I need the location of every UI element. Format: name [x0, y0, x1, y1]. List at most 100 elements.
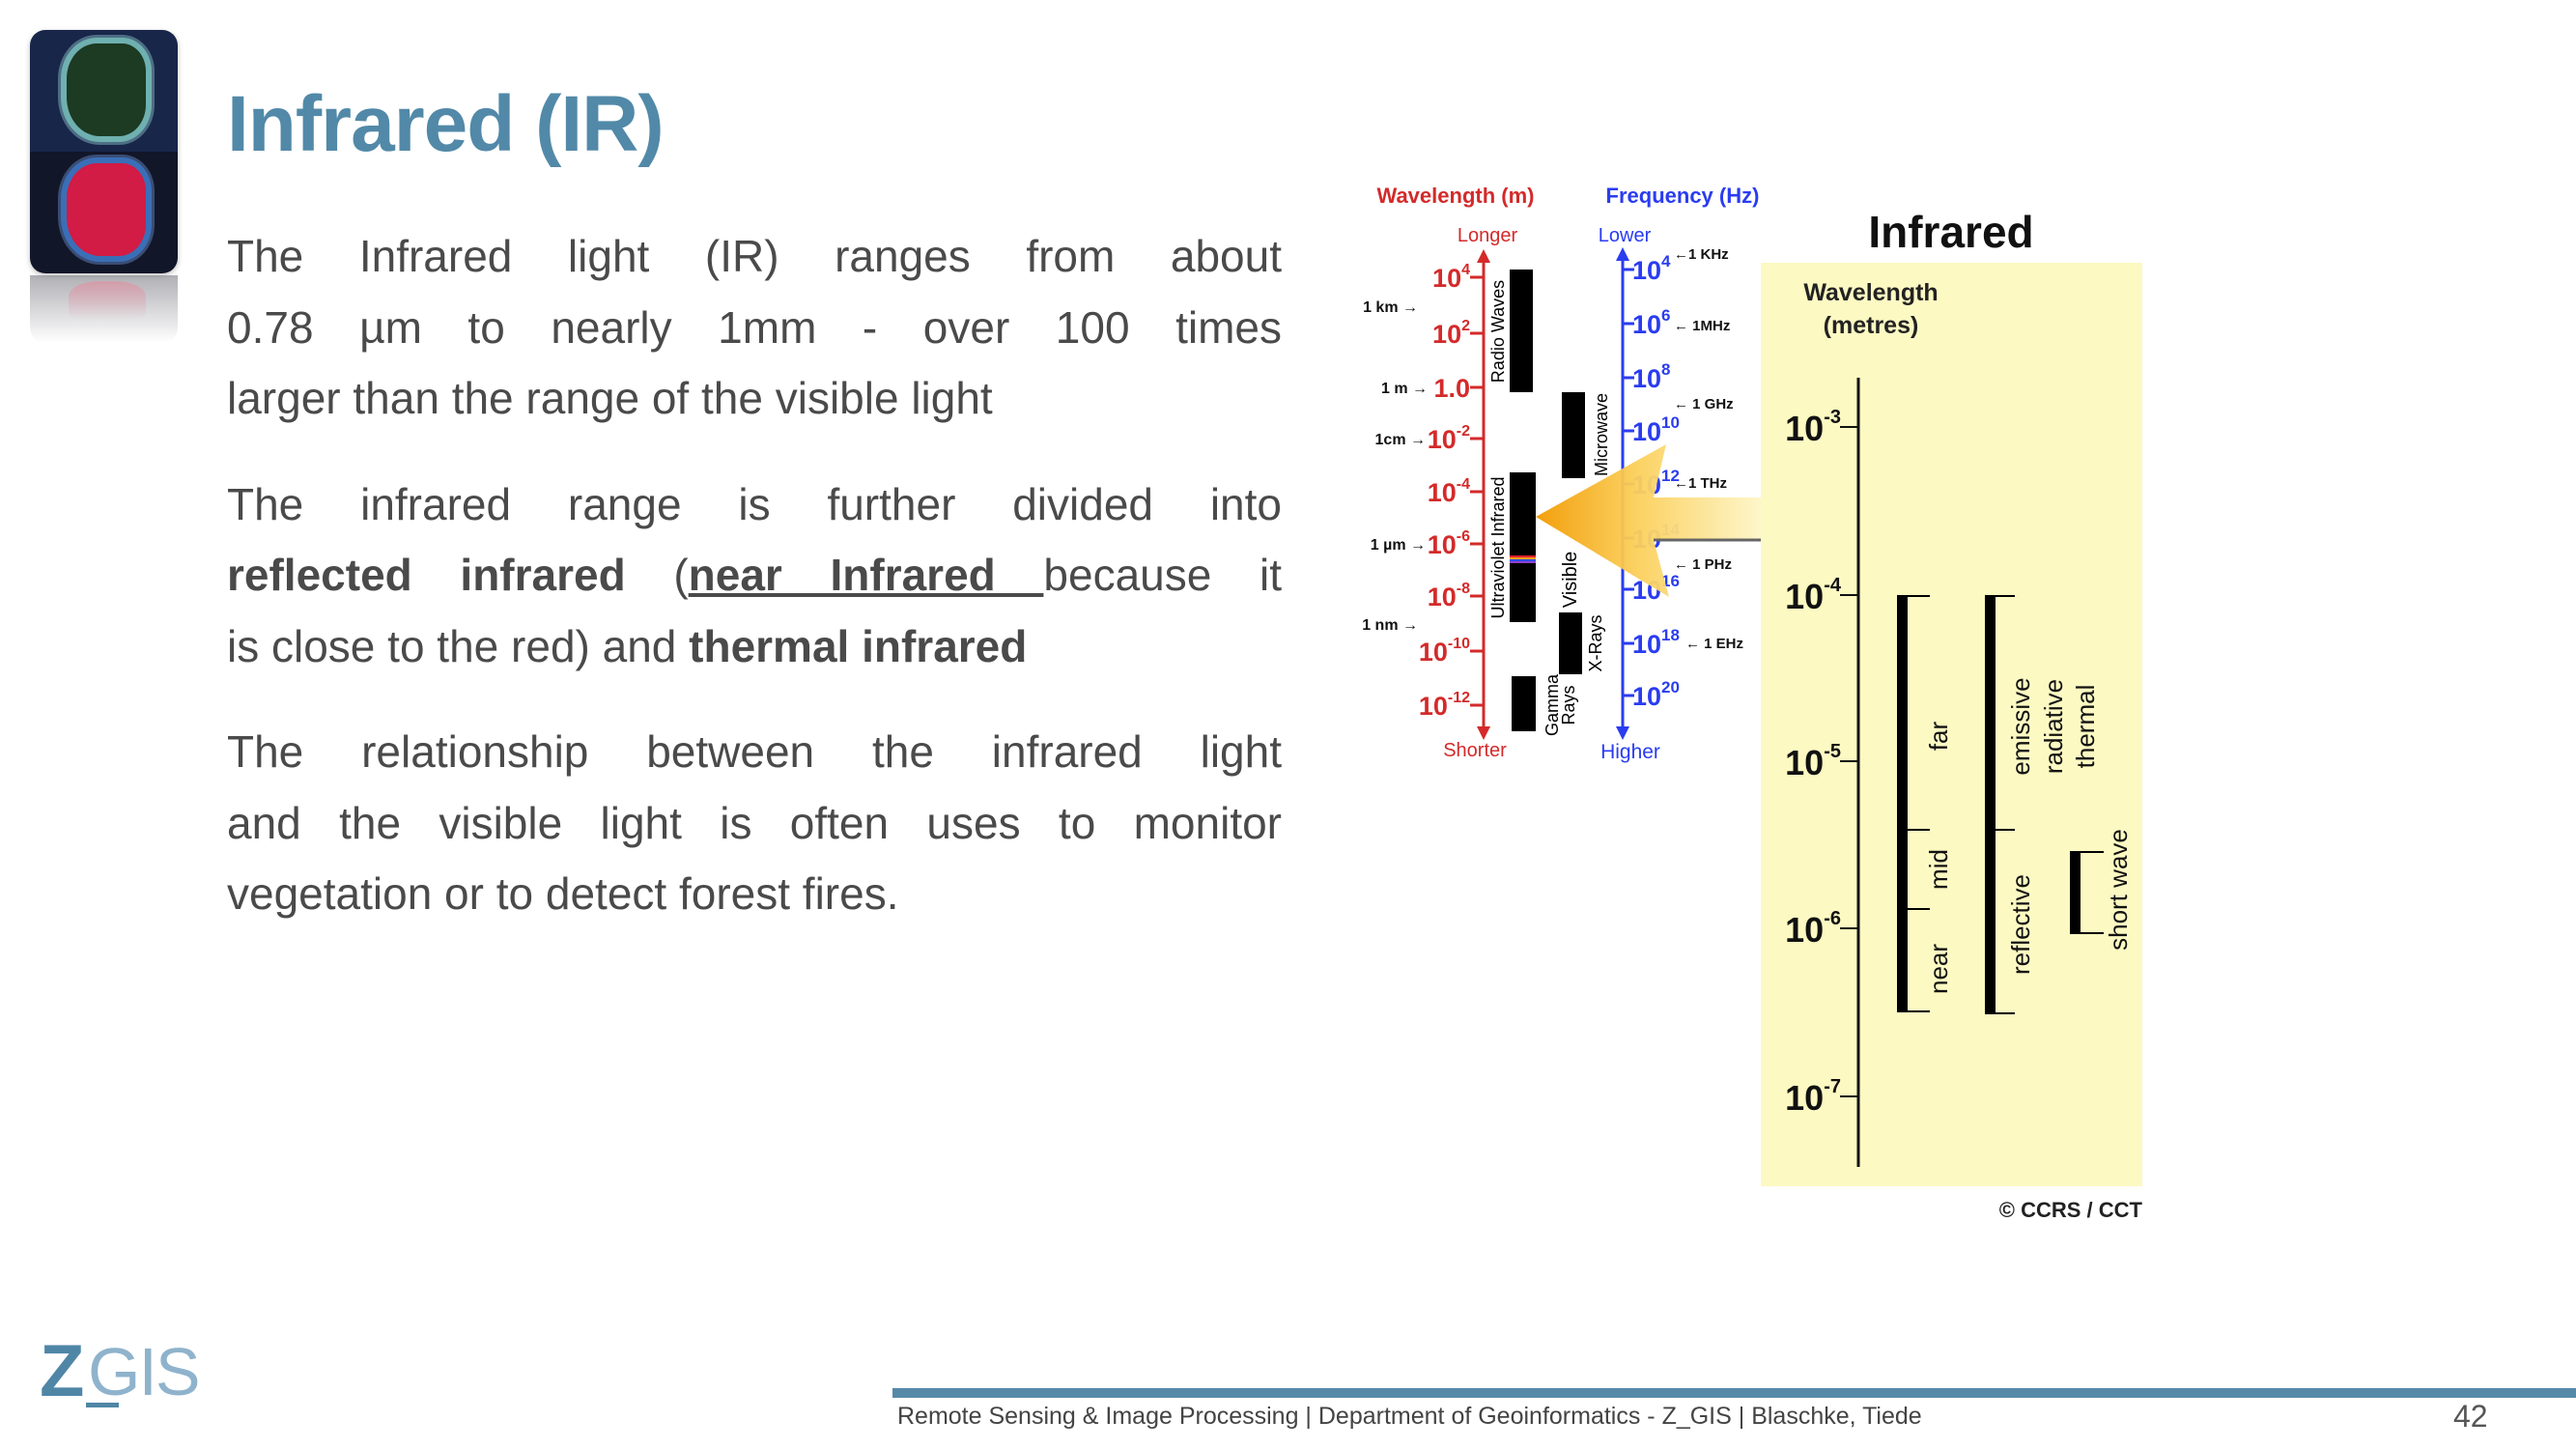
label-reflective: reflective [2006, 874, 2035, 975]
label-thermal: thermal [2071, 685, 2100, 769]
marker-1khz: ←1 KHz [1674, 246, 1729, 263]
wavelength-tick: 104 [1432, 262, 1470, 293]
true-color-image [30, 30, 178, 152]
uv-ir-band [1510, 472, 1536, 622]
text-line: The Infrared light (IR) ranges from abou… [227, 231, 1282, 281]
higher-label: Higher [1600, 741, 1660, 763]
text: is close to the red) and [227, 620, 690, 671]
bracket-near-mid-far [1897, 595, 1930, 1012]
marker-1mhz: ← 1MHz [1674, 318, 1730, 334]
pointer-arrow-icon [1536, 444, 1761, 597]
panel-tick: 10-5 [1785, 741, 1841, 782]
marker-1ghz: ← 1 GHz [1674, 396, 1734, 412]
text-line: reflected infrared (near Infrared becaus… [227, 543, 1282, 614]
panel-title: Infrared [1868, 207, 2033, 257]
frequency-tick: 1020 [1632, 678, 1680, 711]
shorter-label: Shorter [1443, 740, 1507, 761]
spectrum-bands: Radio Waves Ultraviolet Infrared Microwa… [1488, 270, 1611, 736]
paragraph-2: The infrared range is further divided in… [227, 472, 1282, 686]
panel-tick: 10-4 [1785, 575, 1842, 616]
frequency-tick: 106 [1632, 306, 1671, 339]
footer-bar [892, 1388, 2576, 1398]
logo-gis: GIS [88, 1334, 201, 1409]
text-line: The relationship between the infrared li… [227, 726, 1282, 777]
label-gamma: Gamma [1543, 673, 1562, 736]
label-short-wave: short wave [2104, 829, 2133, 951]
text-line: is close to the red) and thermal infrare… [227, 614, 1282, 686]
slide-body: The Infrared light (IR) ranges from abou… [227, 224, 1282, 933]
label-uv-infrared: Ultraviolet Infrared [1488, 476, 1508, 618]
panel-tick: 10-3 [1785, 407, 1841, 448]
copyright: © CCRS / CCT [1999, 1198, 2143, 1222]
label-radio-waves: Radio Waves [1488, 280, 1508, 383]
page-number: 42 [2453, 1399, 2488, 1434]
microwave-band [1562, 392, 1585, 478]
axis-title-unit: (metres) [1824, 312, 1919, 339]
label-far: far [1924, 721, 1953, 751]
frequency-tick: 1010 [1632, 413, 1680, 446]
slide-title: Infrared (IR) [227, 80, 665, 168]
marker-1m: 1 m → [1381, 381, 1428, 397]
text-line: and the visible light is often uses to m… [227, 797, 1282, 848]
wavelength-tick: 102 [1432, 318, 1470, 349]
marker-1km: 1 km → [1363, 299, 1418, 316]
wavelength-tick: 1.0 [1433, 374, 1470, 403]
longer-label: Longer [1458, 225, 1518, 246]
frequency-tick: 1016 [1632, 572, 1680, 605]
panel-background [1761, 263, 2142, 1186]
paragraph-1: The Infrared light (IR) ranges from abou… [227, 224, 1282, 438]
marker-1ehz: ← 1 EHz [1685, 636, 1743, 652]
thumbnail-reflection [30, 275, 178, 343]
wavelength-title: Wavelength (m) [1377, 184, 1535, 208]
logo-z: Z [40, 1330, 85, 1412]
wavelength-tick: 10-2 [1428, 423, 1470, 454]
label-rays: Rays [1559, 685, 1578, 724]
wavelength-tick: 10-6 [1428, 528, 1470, 559]
wavelength-tick: 10-8 [1428, 581, 1470, 611]
marker-1thz: ←1 THz [1674, 475, 1727, 492]
wavelength-tick: 10-10 [1419, 636, 1470, 667]
marker-1phz: ← 1 PHz [1674, 556, 1732, 573]
gamma-band [1512, 676, 1536, 731]
text-line: 0.78 µm to nearly 1mm - over 100 times [227, 301, 1282, 353]
frequency-tick: 108 [1632, 360, 1671, 393]
bracket-reflective-emissive [1985, 595, 2015, 1014]
label-visible: Visible [1560, 552, 1581, 609]
xray-band [1559, 612, 1582, 674]
panel-tick: 10-7 [1785, 1076, 1841, 1118]
frequency-tick: 1012 [1632, 467, 1680, 499]
bold-term-near-infrared: near Infrared [688, 550, 1044, 600]
wavelength-tick: 10-4 [1428, 476, 1470, 507]
text-line: larger than the range of the visible lig… [227, 373, 993, 423]
bracket-short-wave [2070, 851, 2104, 934]
marker-1um: 1 µm → [1371, 537, 1426, 554]
label-radiative: radiative [2039, 679, 2068, 774]
frequency-title: Frequency (Hz) [1606, 184, 1760, 208]
text-line: vegetation or to detect forest fires. [227, 868, 899, 919]
panel-tick: 10-6 [1785, 908, 1841, 950]
label-microwave: Microwave [1592, 393, 1611, 476]
bold-term-thermal-infrared: thermal infrared [689, 620, 1028, 671]
false-color-infrared-image [30, 152, 178, 273]
radio-band [1510, 270, 1533, 392]
bold-term-reflected-infrared: reflected infrared [227, 550, 626, 600]
wavelength-axis: Wavelength (m) Longer Shorter 104 102 1.… [1362, 184, 1534, 761]
text-line: The infrared range is further divided in… [227, 478, 1282, 529]
text: ( [625, 550, 689, 600]
label-emissive: emissive [2006, 677, 2035, 775]
frequency-tick: 1018 [1632, 626, 1680, 659]
label-near: near [1924, 944, 1953, 994]
satellite-thumbnail [30, 30, 178, 273]
frequency-tick: 1014 [1632, 521, 1681, 554]
paragraph-3: The relationship between the infrared li… [227, 720, 1282, 933]
infrared-panel: Infrared Wavelength (metres) 10-3 10-4 1… [1761, 207, 2143, 1222]
label-mid: mid [1924, 849, 1953, 890]
text: because it [1043, 550, 1282, 600]
wavelength-tick: 10-12 [1419, 690, 1470, 721]
axis-title: Wavelength [1803, 279, 1938, 306]
lower-label: Lower [1599, 225, 1652, 246]
label-xrays: X-Rays [1586, 614, 1605, 671]
marker-1nm: 1 nm → [1362, 617, 1418, 634]
footer-text: Remote Sensing & Image Processing | Depa… [897, 1403, 1922, 1430]
frequency-axis: Frequency (Hz) Lower Higher 104 106 108 … [1599, 184, 1760, 763]
